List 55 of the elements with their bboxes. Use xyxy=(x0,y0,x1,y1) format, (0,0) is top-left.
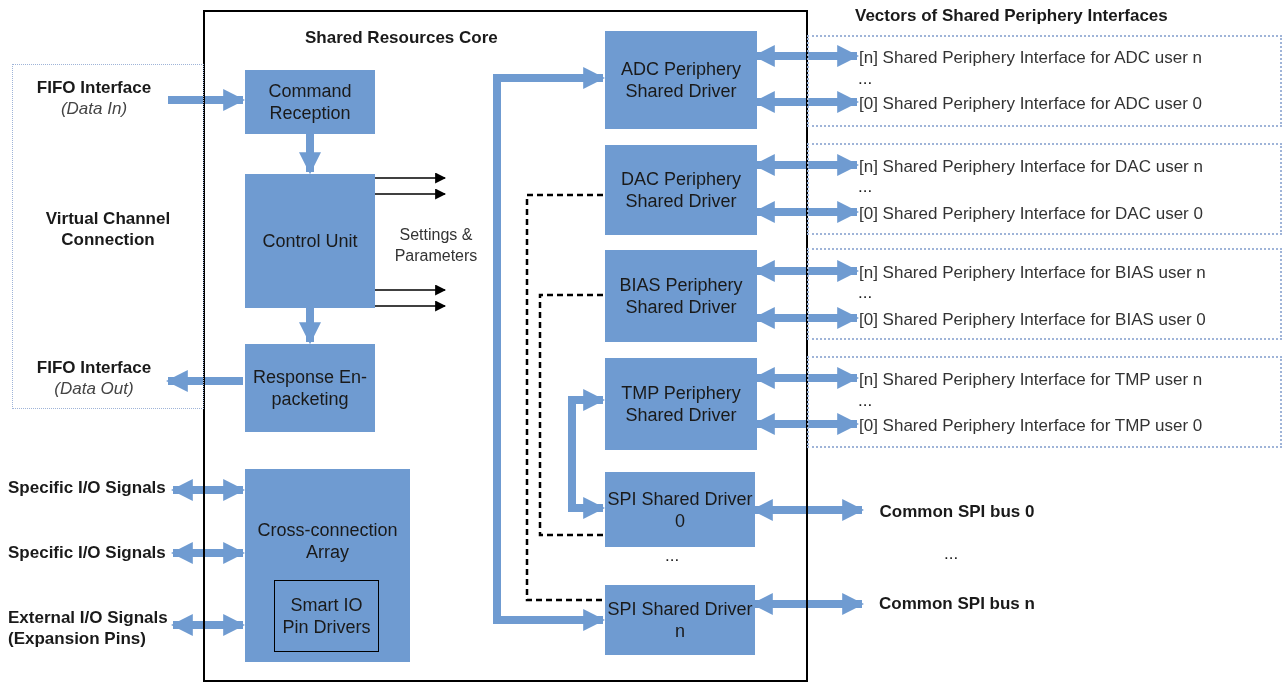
signal-label: FIFO Interface xyxy=(35,357,153,378)
dashed-line xyxy=(538,293,603,537)
signal-label: Specific I/O Signals xyxy=(8,528,173,576)
arrow xyxy=(299,306,321,345)
arrow xyxy=(299,132,321,175)
signal-label: Common SPI bus n xyxy=(862,591,1052,615)
interface-label: [0] Shared Periphery Interface for ADC user 0 xyxy=(859,92,1279,116)
annotation-text: Settings & Parameters xyxy=(393,225,479,266)
interface-label: [n] Shared Periphery Interface for BIAS user n xyxy=(859,261,1279,285)
interface-label: [0] Shared Periphery Interface for TMP user 0 xyxy=(859,414,1279,438)
ellipsis: ... xyxy=(944,543,960,564)
signal-label: Common SPI bus 0 xyxy=(862,499,1052,523)
group-frame xyxy=(12,64,204,409)
signal-note: (Data In) xyxy=(59,98,129,119)
signal-label: Specific I/O Signals xyxy=(8,463,173,511)
interface-label: [0] Shared Periphery Interface for BIAS user 0 xyxy=(859,308,1279,332)
block-title: Cross-connection Array xyxy=(256,519,399,563)
process-block: TMP Periphery Shared Driver xyxy=(605,358,757,450)
group-title: Virtual Channel Connection xyxy=(44,208,172,250)
process-block xyxy=(245,469,410,662)
ellipsis: ... xyxy=(858,282,874,303)
ellipsis: ... xyxy=(665,545,681,566)
process-block: SPI Shared Driver n xyxy=(605,585,755,655)
process-block: Command Reception xyxy=(245,70,375,134)
arrow xyxy=(568,389,606,519)
interface-label: [n] Shared Periphery Interface for TMP user n xyxy=(859,368,1279,392)
frame-title: Shared Resources Core xyxy=(305,28,498,48)
process-block: DAC Periphery Shared Driver xyxy=(605,145,757,235)
arrow xyxy=(170,479,246,501)
process-block: BIAS Periphery Shared Driver xyxy=(605,250,757,342)
group-frame xyxy=(807,248,1282,340)
ellipsis: ... xyxy=(858,390,874,411)
arrow xyxy=(165,370,243,392)
arrow xyxy=(170,614,246,636)
process-block: ADC Periphery Shared Driver xyxy=(605,31,757,129)
ellipsis: ... xyxy=(858,176,874,197)
process-block: Response En-packeting xyxy=(245,344,375,432)
section-heading: Vectors of Shared Periphery Interfaces xyxy=(855,5,1169,26)
process-block: SPI Shared Driver 0 xyxy=(605,472,755,547)
ellipsis: ... xyxy=(858,68,874,89)
process-block: Control Unit xyxy=(245,174,375,308)
process-block: Smart IO Pin Drivers xyxy=(274,580,379,652)
module-frame xyxy=(203,10,808,682)
arrow xyxy=(493,67,606,631)
interface-label: [0] Shared Periphery Interface for DAC user 0 xyxy=(859,202,1279,226)
group-frame xyxy=(807,356,1282,448)
signal-note: (Data Out) xyxy=(53,378,135,399)
signal-label: FIFO Interface xyxy=(35,77,153,98)
interface-label: [n] Shared Periphery Interface for ADC user n xyxy=(859,46,1279,70)
group-frame xyxy=(807,143,1282,235)
arrow xyxy=(170,542,246,564)
dashed-line xyxy=(525,193,603,602)
signal-label: External I/O Signals (Expansion Pins) xyxy=(8,593,173,663)
interface-label: [n] Shared Periphery Interface for DAC user n xyxy=(859,155,1279,179)
group-frame xyxy=(807,35,1282,127)
